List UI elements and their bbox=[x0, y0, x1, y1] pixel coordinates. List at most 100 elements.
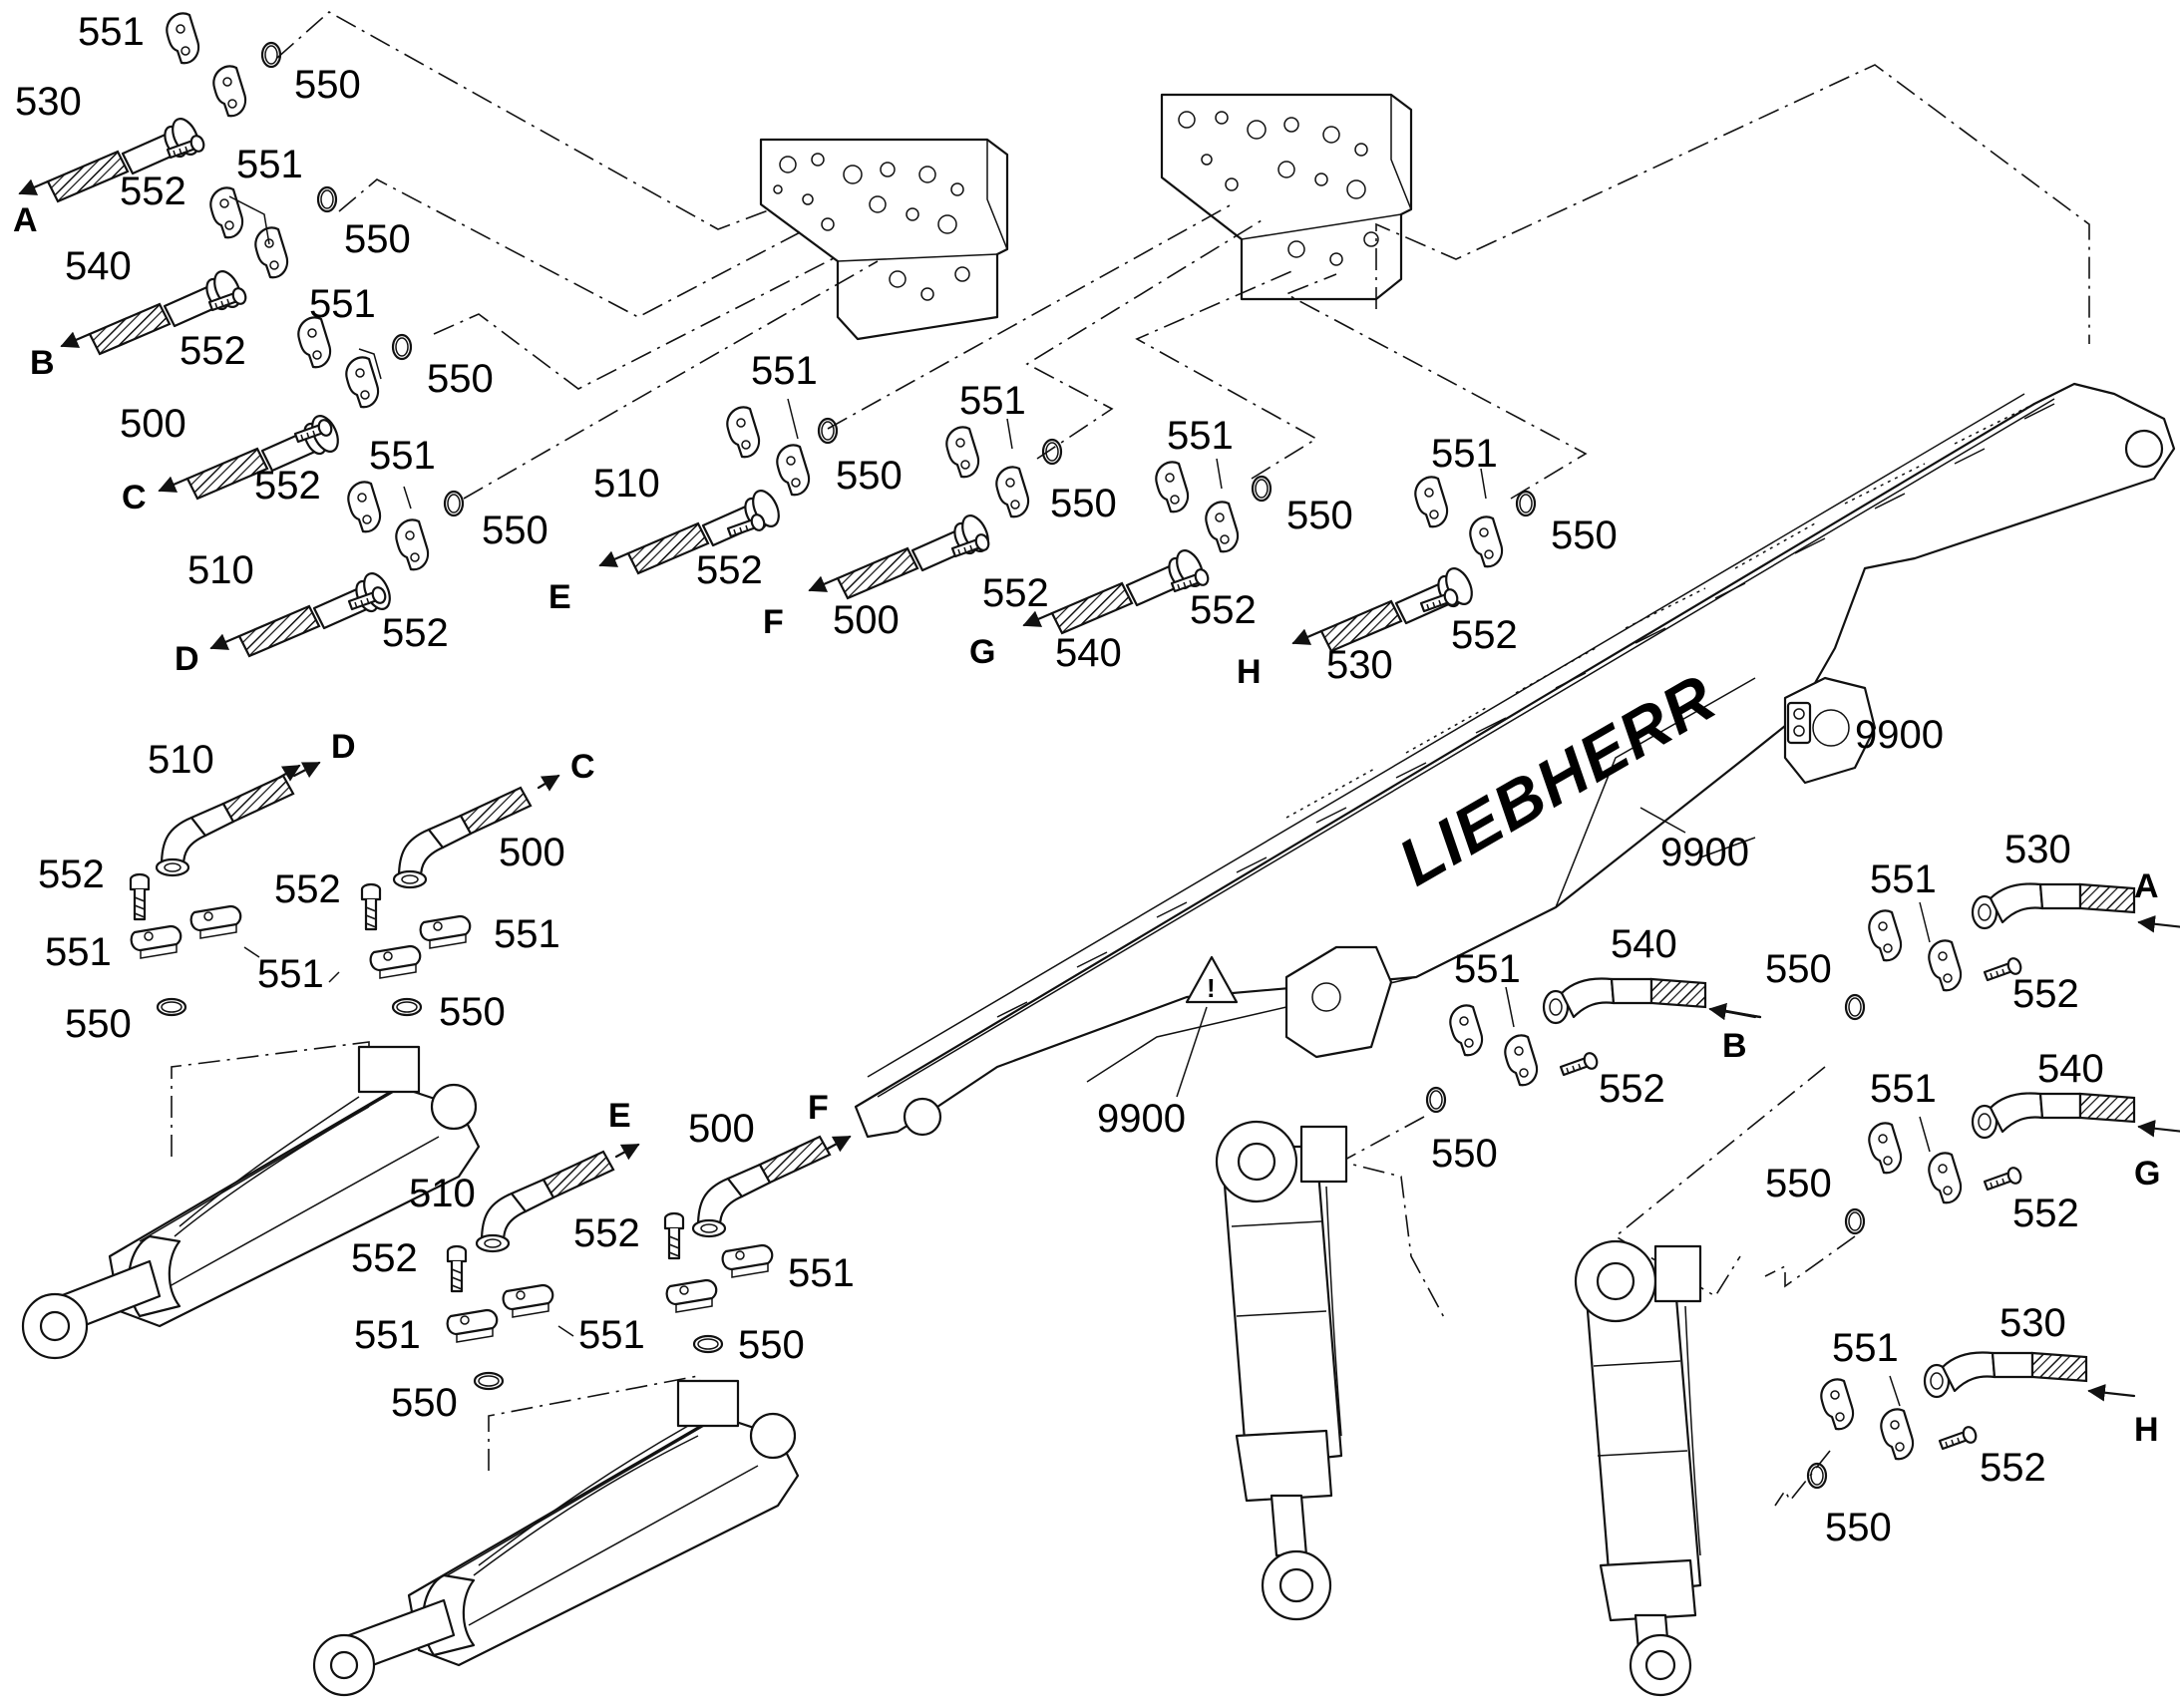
label-552: 552 bbox=[1980, 1446, 2046, 1490]
label-550: 550 bbox=[1431, 1132, 1498, 1176]
label-500: 500 bbox=[833, 598, 900, 642]
fitting-group-A bbox=[18, 12, 282, 203]
port-E: E bbox=[608, 1097, 631, 1135]
label-530: 530 bbox=[1999, 1301, 2066, 1345]
label-552: 552 bbox=[573, 1211, 640, 1255]
label-540: 540 bbox=[65, 244, 132, 288]
fitting-group-B bbox=[60, 185, 338, 356]
cylinder-left-fittings bbox=[129, 761, 560, 1017]
fitting-group-C bbox=[158, 316, 413, 501]
label-552: 552 bbox=[274, 867, 341, 911]
port-F: F bbox=[763, 603, 784, 641]
label-540: 540 bbox=[1611, 922, 1677, 966]
cylinder-middle-fittings bbox=[446, 1135, 852, 1391]
part-labels: 551 530 550 552 551 540 550 552 551 550 … bbox=[15, 10, 2104, 1549]
port-letters: A B C D E F G H D C E F A B G H bbox=[13, 201, 2160, 1449]
label-510: 510 bbox=[148, 738, 214, 782]
label-551: 551 bbox=[1454, 947, 1521, 991]
label-551: 551 bbox=[78, 10, 145, 54]
label-551: 551 bbox=[959, 379, 1026, 423]
label-540: 540 bbox=[1055, 631, 1122, 675]
label-551: 551 bbox=[354, 1313, 421, 1357]
svg-text:!: ! bbox=[1207, 973, 1216, 1003]
cylinder-right-1 bbox=[1215, 1120, 1348, 1621]
port-H: H bbox=[1237, 653, 1262, 691]
right-fitting-A bbox=[1844, 882, 2180, 1021]
right-fitting-G bbox=[1844, 1092, 2180, 1235]
label-510: 510 bbox=[409, 1172, 476, 1215]
label-552: 552 bbox=[38, 853, 105, 896]
fitting-group-E bbox=[598, 406, 839, 575]
label-510: 510 bbox=[593, 462, 660, 506]
right-fitting-H bbox=[1806, 1351, 2136, 1490]
port-A: A bbox=[2134, 867, 2159, 905]
label-551: 551 bbox=[45, 930, 112, 974]
label-550: 550 bbox=[344, 217, 411, 261]
label-551: 551 bbox=[578, 1313, 645, 1357]
label-551: 551 bbox=[236, 143, 303, 186]
label-551: 551 bbox=[1870, 1067, 1937, 1111]
label-551: 551 bbox=[751, 349, 818, 393]
port-H: H bbox=[2134, 1411, 2159, 1449]
right-fitting-B bbox=[1425, 977, 1762, 1114]
port-B: B bbox=[1722, 1027, 1747, 1065]
label-552: 552 bbox=[1599, 1067, 1665, 1111]
label-552: 552 bbox=[1190, 588, 1257, 632]
label-551: 551 bbox=[788, 1251, 855, 1295]
label-550: 550 bbox=[439, 990, 506, 1034]
label-530: 530 bbox=[1326, 643, 1393, 687]
label-551: 551 bbox=[1167, 414, 1234, 458]
label-550: 550 bbox=[65, 1002, 132, 1046]
label-510: 510 bbox=[187, 548, 254, 592]
label-500: 500 bbox=[120, 402, 186, 446]
label-550: 550 bbox=[1551, 513, 1618, 557]
warning-triangle-icon: ! bbox=[1185, 955, 1239, 1004]
label-530: 530 bbox=[15, 80, 82, 124]
fitting-group-G bbox=[1022, 461, 1272, 635]
label-550: 550 bbox=[1765, 1162, 1832, 1205]
label-500: 500 bbox=[499, 831, 565, 874]
label-552: 552 bbox=[382, 611, 449, 655]
port-F: F bbox=[808, 1089, 829, 1127]
connection-lines bbox=[171, 11, 2090, 1507]
label-552: 552 bbox=[2012, 1192, 2079, 1235]
cylinder-left bbox=[21, 1045, 481, 1360]
label-500: 500 bbox=[688, 1107, 755, 1151]
label-551: 551 bbox=[309, 282, 376, 326]
label-550: 550 bbox=[391, 1381, 458, 1425]
label-550: 550 bbox=[294, 63, 361, 107]
label-551: 551 bbox=[1431, 432, 1498, 476]
label-550: 550 bbox=[482, 509, 548, 552]
port-C: C bbox=[570, 748, 595, 786]
label-9900: 9900 bbox=[1855, 713, 1944, 757]
label-9900: 9900 bbox=[1097, 1097, 1186, 1141]
decal-icon bbox=[1786, 701, 1812, 745]
label-530: 530 bbox=[2004, 828, 2071, 871]
label-552: 552 bbox=[120, 170, 186, 213]
fitting-group-H bbox=[1291, 476, 1537, 653]
port-A: A bbox=[13, 201, 38, 239]
fitting-group-D bbox=[209, 481, 465, 658]
label-leaders bbox=[228, 195, 1931, 1407]
label-551: 551 bbox=[1832, 1326, 1899, 1370]
label-552: 552 bbox=[2012, 972, 2079, 1016]
port-D: D bbox=[175, 640, 199, 678]
port-D: D bbox=[331, 728, 356, 766]
fitting-group-F bbox=[808, 426, 1063, 600]
label-552: 552 bbox=[351, 1236, 418, 1280]
label-550: 550 bbox=[738, 1323, 805, 1367]
label-9900: 9900 bbox=[1660, 831, 1749, 874]
label-552: 552 bbox=[1451, 613, 1518, 657]
port-G: G bbox=[969, 633, 995, 671]
port-B: B bbox=[30, 344, 55, 382]
label-551: 551 bbox=[369, 434, 436, 478]
valve-block-right bbox=[1160, 93, 1413, 301]
port-G: G bbox=[2134, 1155, 2160, 1193]
label-550: 550 bbox=[1765, 947, 1832, 991]
label-550: 550 bbox=[1286, 494, 1353, 537]
cylinder-right-2 bbox=[1574, 1239, 1702, 1697]
label-550: 550 bbox=[1825, 1506, 1892, 1549]
label-552: 552 bbox=[982, 571, 1049, 615]
label-551: 551 bbox=[494, 912, 560, 956]
label-552: 552 bbox=[696, 548, 763, 592]
